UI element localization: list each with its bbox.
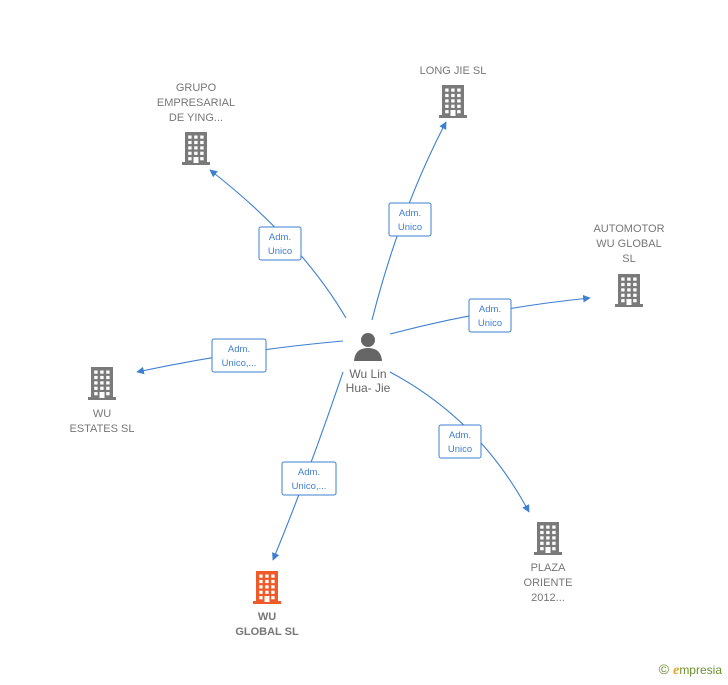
- edge-label-text: Unico,...: [292, 481, 327, 492]
- copyright-icon: ©: [658, 661, 670, 677]
- company-label: ESTATES SL: [69, 423, 134, 435]
- edge-label[interactable]: Adm. Unico: [438, 424, 482, 459]
- edge-label-text: Adm.: [479, 304, 501, 315]
- edge-label[interactable]: Adm. Unico: [258, 226, 302, 261]
- edge-label-text: Adm.: [269, 232, 291, 243]
- brand-name: mpresia: [679, 663, 722, 677]
- person-icon: [354, 333, 382, 361]
- edge-label-text: Unico,...: [222, 358, 257, 369]
- edge-label-box: [468, 298, 512, 333]
- company-node-global[interactable]: WU GLOBAL SL: [235, 571, 299, 638]
- edge-plaza: Adm. Unico: [389, 371, 530, 513]
- company-node-automotor[interactable]: AUTOMOTOR WU GLOBAL SL: [593, 223, 665, 307]
- company-label: LONG JIE SL: [420, 65, 487, 77]
- edge-label[interactable]: Adm. Unico: [468, 298, 512, 333]
- edge-label-text: Unico: [268, 246, 292, 257]
- edge-label-text: Adm.: [449, 430, 471, 441]
- brand-initial: e: [673, 663, 680, 678]
- edge-estates: Adm. Unico,...: [136, 338, 344, 375]
- edge-label-text: Unico: [398, 222, 422, 233]
- edge-label-box: [281, 461, 337, 496]
- company-label: DE YING...: [169, 112, 223, 124]
- company-label: SL: [622, 253, 635, 265]
- edge-label-box: [388, 202, 432, 237]
- building-icon: [182, 132, 210, 165]
- person-name: Wu Lin: [349, 367, 386, 381]
- building-icon: [534, 522, 562, 555]
- edges-layer: Adm.UnicoAdm.UnicoAdm.UnicoAdm.Unico,...…: [136, 121, 591, 561]
- edge-label-text: Unico: [448, 444, 472, 455]
- company-node-longjie[interactable]: LONG JIE SL: [420, 65, 487, 118]
- company-label: AUTOMOTOR: [593, 223, 664, 235]
- company-label: 2012...: [531, 592, 565, 604]
- company-node-estates[interactable]: WU ESTATES SL: [69, 367, 135, 435]
- edge-label-text: Unico: [478, 318, 502, 329]
- nodes-layer: GRUPO EMPRESARIAL DE YING... LONG JIE SL AUT…: [69, 65, 664, 638]
- watermark: ©empresia: [659, 661, 722, 679]
- edge-label-box: [258, 226, 302, 261]
- person-name: Hua- Jie: [346, 381, 391, 395]
- company-label: WU: [258, 611, 276, 623]
- company-label: WU: [93, 408, 111, 420]
- building-icon: [253, 571, 281, 604]
- edge-label-box: [211, 338, 267, 373]
- company-label: GRUPO: [176, 82, 217, 94]
- edge-label-box: [438, 424, 482, 459]
- company-label: EMPRESARIAL: [157, 97, 235, 109]
- building-icon: [88, 367, 116, 400]
- company-label: PLAZA: [531, 562, 567, 574]
- company-node-grupo[interactable]: GRUPO EMPRESARIAL DE YING...: [157, 82, 235, 165]
- edge-label[interactable]: Adm. Unico,...: [211, 338, 267, 373]
- company-label: WU GLOBAL: [596, 238, 661, 250]
- company-label: GLOBAL SL: [235, 626, 299, 638]
- building-icon: [615, 274, 643, 307]
- edge-global: Adm. Unico,...: [272, 371, 344, 561]
- edge-label[interactable]: Adm. Unico,...: [281, 461, 337, 496]
- building-icon: [439, 85, 467, 118]
- edge-grupo: Adm. Unico: [209, 169, 347, 319]
- edge-label-text: Adm.: [298, 467, 320, 478]
- edge-label-text: Adm.: [228, 344, 250, 355]
- edge-automotor: Adm. Unico: [389, 294, 591, 335]
- company-node-plaza[interactable]: PLAZA ORIENTE 2012...: [524, 522, 573, 604]
- company-label: ORIENTE: [524, 577, 573, 589]
- edge-longjie: Adm. Unico: [371, 121, 447, 321]
- edge-label-text: Adm.: [399, 208, 421, 219]
- edge-label[interactable]: Adm. Unico: [388, 202, 432, 237]
